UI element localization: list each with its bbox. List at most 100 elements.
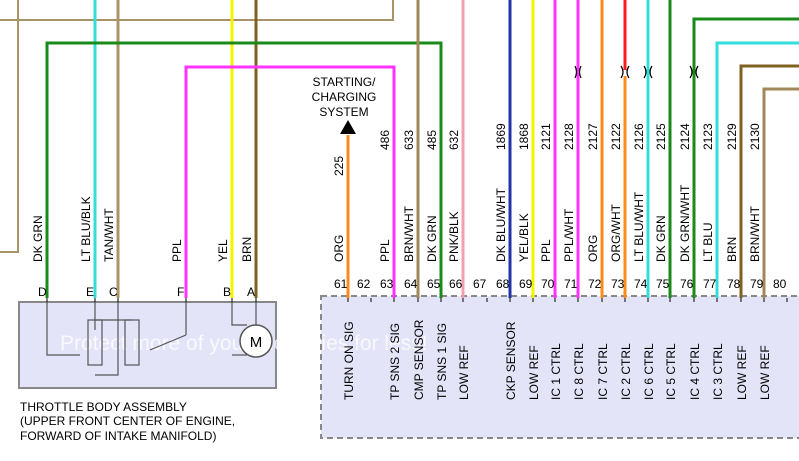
tb-pin-f: F (177, 285, 184, 299)
ecm-circuit-number: 2126 (632, 123, 646, 150)
throttle-title-3: FORWARD OF INTAKE MANIFOLD) (20, 429, 216, 443)
ecm-pin-function: IC 1 CTRL (549, 343, 563, 400)
ecm-pin-function: IC 4 CTRL (688, 343, 702, 400)
ecm-pin-function: IC 8 CTRL (572, 343, 586, 400)
ecm-pin-number: 75 (656, 277, 670, 291)
ecm-connector-body (320, 295, 799, 439)
ecm-circuit-number: 2128 (562, 123, 576, 150)
throttle-title-1: THROTTLE BODY ASSEMBLY (20, 400, 187, 414)
ecm-color-label: DK GRN/WHT (678, 184, 692, 262)
ecm-pin-number: 70 (541, 277, 555, 291)
tb-color-label: BRN (240, 237, 254, 262)
tb-pin-e: E (86, 285, 94, 299)
ecm-color-label: PPL/WHT (562, 208, 576, 262)
ecm-circuit-number: 2121 (539, 123, 553, 150)
ecm-pin-number: 62 (357, 277, 371, 291)
ecm-pin-number: 71 (564, 277, 578, 291)
ecm-circuit-number: 2129 (725, 123, 739, 150)
wire-ppl-f (184, 65, 396, 298)
tb-color-label: LT BLU/BLK (79, 196, 93, 262)
ecm-color-label: PPL (539, 239, 553, 262)
ecm-pin-number: 76 (680, 277, 694, 291)
ecm-pin-number: 66 (449, 277, 463, 291)
motor-symbol (239, 324, 273, 358)
ecm-pin-number: 64 (404, 277, 418, 291)
ecm-pin-number: 73 (611, 277, 625, 291)
wire-dkgrn-d (45, 41, 443, 298)
ecm-pin-number: 80 (773, 277, 787, 291)
ecm-circuit-number: 2124 (678, 123, 692, 150)
tb-pin-a: A (247, 285, 255, 299)
wire-tan-top (0, 0, 394, 21)
tb-pin-d: D (38, 285, 47, 299)
ecm-circuit-number: 2127 (586, 123, 600, 150)
throttle-internal-schematic (46, 302, 257, 376)
wire-79 (762, 87, 799, 298)
ecm-color-label: ORG (332, 235, 346, 262)
ecm-pin-number: 79 (750, 277, 764, 291)
wire-76 (692, 17, 799, 298)
tb-color-label: TAN/WHT (102, 208, 116, 262)
splice-marks (574, 65, 699, 79)
ecm-circuit-number: 486 (378, 130, 392, 150)
throttle-body-box (18, 301, 277, 389)
ecm-pin-function: IC 6 CTRL (642, 343, 656, 400)
ecm-circuit-number: 2122 (609, 123, 623, 150)
starting-line-1: STARTING/ (313, 75, 377, 89)
wire-78 (739, 64, 799, 298)
ecm-pin-function: TP SNS 2 SIG (388, 323, 402, 400)
ecm-pin-number: 61 (334, 277, 348, 291)
ecm-pin-function: LOW REF (457, 345, 471, 400)
ecm-color-label: BRN/WHT (402, 205, 416, 262)
ecm-pin-function: IC 7 CTRL (596, 343, 610, 400)
ecm-circuit-number: 633 (402, 130, 416, 150)
ecm-circuit-number: 485 (425, 130, 439, 150)
ecm-circuit-number: 2130 (748, 123, 762, 150)
ecm-color-label: BRN/WHT (748, 205, 762, 262)
ecm-color-label: PNK/BLK (447, 211, 461, 262)
ecm-color-label: LT BLU/WHT (632, 191, 646, 262)
ecm-pin-number: 78 (727, 277, 741, 291)
ecm-circuit-number: 225 (332, 156, 346, 176)
ecm-pin-function: LOW REF (735, 345, 749, 400)
ecm-pin-function: LOW REF (758, 345, 772, 400)
ecm-color-label: LT BLU (701, 222, 715, 262)
tb-color-label: DK GRN (31, 215, 45, 262)
ecm-color-label: BRN (725, 237, 739, 262)
ecm-pin-function: CKP SENSOR (504, 321, 518, 400)
tb-pin-b: B (223, 285, 231, 299)
ecm-circuit-number: 632 (447, 130, 461, 150)
ecm-circuit-number: 2123 (701, 123, 715, 150)
ecm-circuit-number: 2125 (654, 123, 668, 150)
tb-pin-c: C (109, 285, 118, 299)
tb-color-label: PPL (170, 239, 184, 262)
ecm-color-label: DK BLU/WHT (494, 187, 508, 262)
ecm-pin-number: 69 (519, 277, 533, 291)
throttle-title-2: (UPPER FRONT CENTER OF ENGINE, (20, 414, 235, 428)
ecm-pin-number: 65 (427, 277, 441, 291)
ecm-pin-function: IC 5 CTRL (664, 343, 678, 400)
ecm-color-label: YEL/BLK (517, 213, 531, 262)
ecm-circuit-number: 1868 (517, 123, 531, 150)
ecm-color-label: DK GRN (654, 215, 668, 262)
arrow-up-icon (340, 120, 356, 134)
tb-color-label: YEL (216, 239, 230, 262)
ecm-pin-function: TP SNS 1 SIG (435, 323, 449, 400)
ecm-pin-number: 67 (473, 277, 487, 291)
ecm-pin-number: 77 (703, 277, 717, 291)
ecm-color-label: ORG (586, 235, 600, 262)
wire-77 (715, 41, 799, 298)
ecm-pin-number: 72 (588, 277, 602, 291)
ecm-circuit-number: 1869 (494, 123, 508, 150)
ecm-color-label: ORG/WHT (609, 203, 623, 262)
ecm-pin-function: IC 2 CTRL (619, 343, 633, 400)
ecm-color-label: PPL (378, 239, 392, 262)
starting-line-2: CHARGING (312, 90, 377, 104)
wire-tan-left (0, 0, 19, 253)
ecm-color-label: DK GRN (425, 215, 439, 262)
motor-label: M (250, 334, 263, 351)
ecm-pin-number: 74 (634, 277, 648, 291)
ecm-pin-function: IC 3 CTRL (711, 343, 725, 400)
